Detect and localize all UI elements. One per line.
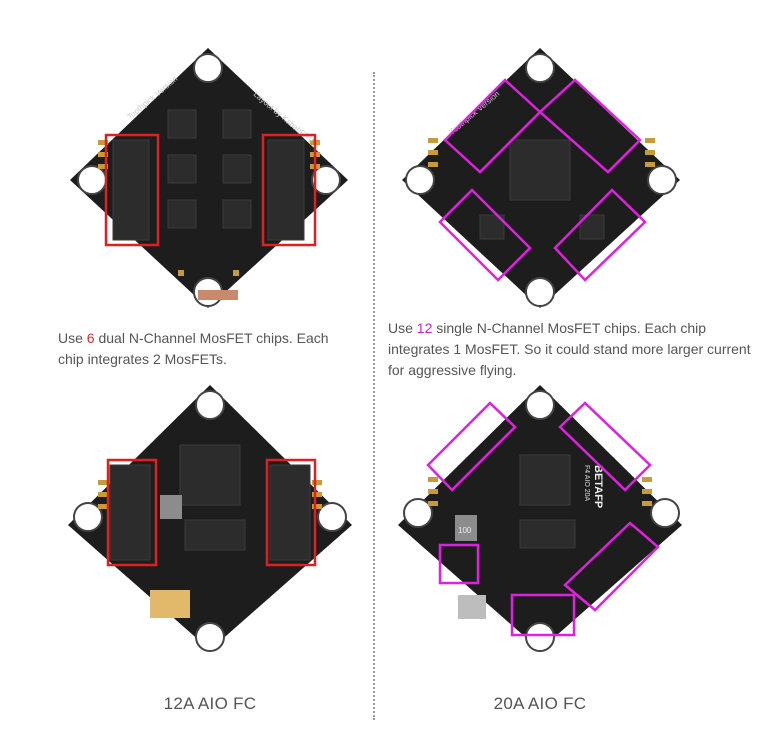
label-12a: 12A AIO FC bbox=[163, 694, 257, 713]
board-20a-bottom-image: 100 BETAFP F4 AIO 20A bbox=[390, 385, 690, 655]
board-12a-bottom-image bbox=[60, 385, 360, 655]
mosfet-highlight-box bbox=[261, 133, 317, 247]
mosfet-highlight-box bbox=[438, 188, 532, 282]
caption-12a: Use 6 dual N-Channel MosFET chips. Each … bbox=[58, 330, 329, 367]
caption-highlight-number: 6 bbox=[86, 330, 95, 346]
mosfet-highlight-box bbox=[265, 458, 317, 567]
mosfet-highlight-box bbox=[538, 78, 642, 174]
board-brand-text: BETAFP bbox=[592, 465, 604, 508]
divider-line bbox=[373, 72, 375, 720]
label-20a: 20A AIO FC bbox=[493, 694, 587, 713]
mosfet-highlight-box bbox=[563, 521, 660, 612]
board-12a-top-image: Toothpick Version Layout by KababFPV bbox=[58, 40, 358, 310]
mosfet-highlight-box bbox=[106, 458, 158, 567]
mosfet-highlight-box bbox=[553, 188, 647, 282]
board-model-text: F4 AIO 20A bbox=[583, 465, 590, 502]
mosfet-highlight-box bbox=[510, 593, 576, 637]
mosfet-highlight-box bbox=[426, 401, 517, 492]
mosfet-highlight-box bbox=[438, 543, 480, 585]
inductor-text: 100 bbox=[458, 526, 472, 535]
board-20a-top-image: Toothpick Version bbox=[390, 40, 690, 310]
caption-20a: Use 12 single N-Channel MosFET chips. Ea… bbox=[388, 320, 751, 378]
mosfet-highlight-box bbox=[558, 401, 652, 492]
caption-highlight-number: 12 bbox=[416, 320, 433, 336]
mosfet-highlight-box bbox=[104, 133, 160, 247]
